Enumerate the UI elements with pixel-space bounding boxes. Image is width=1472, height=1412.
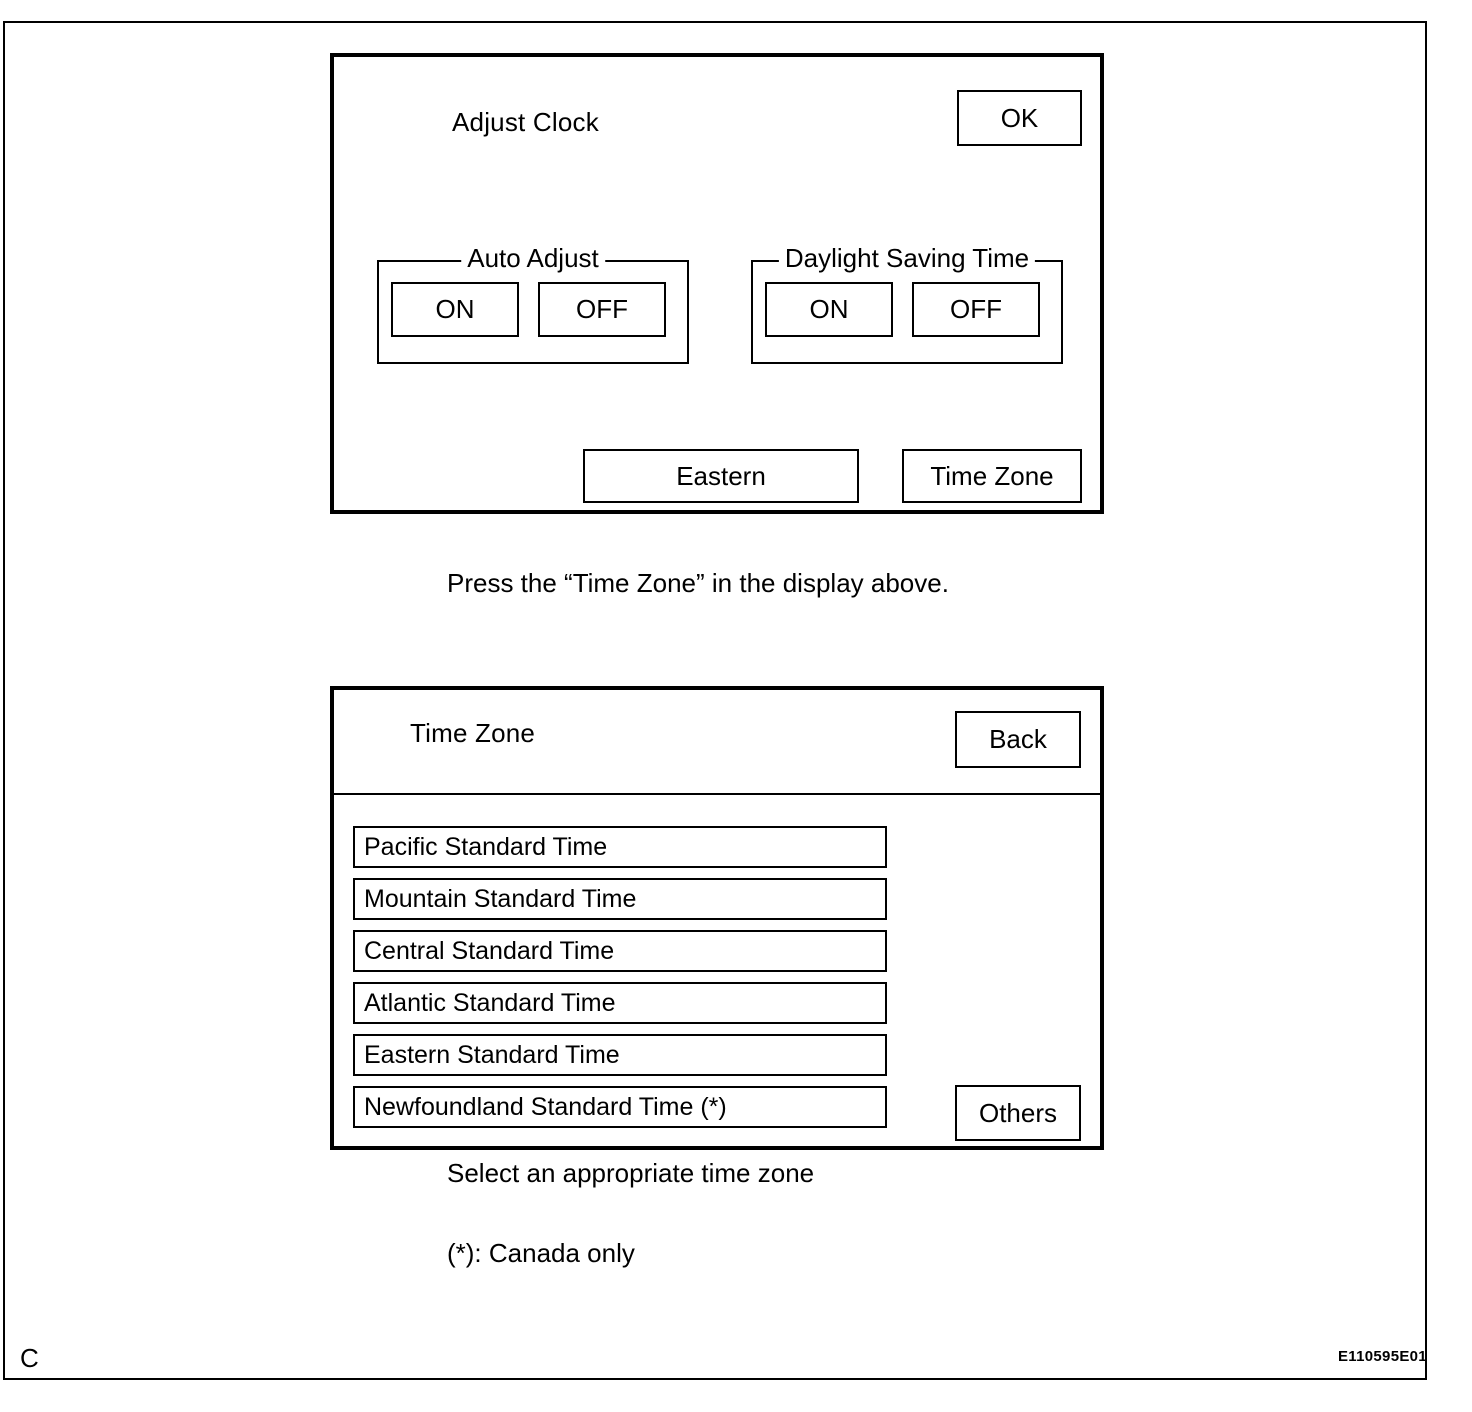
daylight-saving-time-group: Daylight Saving Time ON OFF — [751, 245, 1063, 364]
list-item[interactable]: Eastern Standard Time — [353, 1034, 887, 1076]
ok-button[interactable]: OK — [957, 90, 1082, 146]
auto-adjust-group: Auto Adjust ON OFF — [377, 245, 689, 364]
list-item[interactable]: Mountain Standard Time — [353, 878, 887, 920]
list-item[interactable]: Newfoundland Standard Time (*) — [353, 1086, 887, 1128]
figure-corner-letter: C — [20, 1343, 39, 1373]
time-zone-list: Pacific Standard Time Mountain Standard … — [353, 826, 887, 1138]
back-button[interactable]: Back — [955, 711, 1081, 768]
daylight-saving-time-legend: Daylight Saving Time — [778, 245, 1036, 271]
caption-select-time-zone: Select an appropriate time zone — [447, 1158, 815, 1188]
time-zone-title: Time Zone — [410, 718, 536, 748]
auto-adjust-legend: Auto Adjust — [461, 245, 605, 271]
current-timezone-display[interactable]: Eastern — [583, 449, 859, 503]
adjust-clock-title: Adjust Clock — [452, 107, 599, 137]
caption-press-time-zone: Press the “Time Zone” in the display abo… — [447, 568, 949, 598]
auto-adjust-on-button[interactable]: ON — [391, 282, 519, 337]
time-zone-button[interactable]: Time Zone — [902, 449, 1082, 503]
daylight-saving-off-button[interactable]: OFF — [912, 282, 1040, 337]
auto-adjust-buttons: ON OFF — [379, 262, 687, 362]
time-zone-screen: Time Zone Back Pacific Standard Time Mou… — [330, 686, 1104, 1150]
adjust-clock-screen: Adjust Clock OK Auto Adjust ON OFF Dayli… — [330, 53, 1104, 514]
list-item[interactable]: Central Standard Time — [353, 930, 887, 972]
list-item[interactable]: Pacific Standard Time — [353, 826, 887, 868]
caption-canada-footnote: (*): Canada only — [447, 1238, 635, 1268]
others-button[interactable]: Others — [955, 1085, 1081, 1141]
figure-reference-code: E110595E01 — [1338, 1348, 1427, 1365]
figure-border — [3, 21, 1427, 1380]
auto-adjust-off-button[interactable]: OFF — [538, 282, 666, 337]
header-divider — [334, 793, 1100, 795]
daylight-saving-on-button[interactable]: ON — [765, 282, 893, 337]
list-item[interactable]: Atlantic Standard Time — [353, 982, 887, 1024]
daylight-saving-time-buttons: ON OFF — [753, 262, 1061, 362]
